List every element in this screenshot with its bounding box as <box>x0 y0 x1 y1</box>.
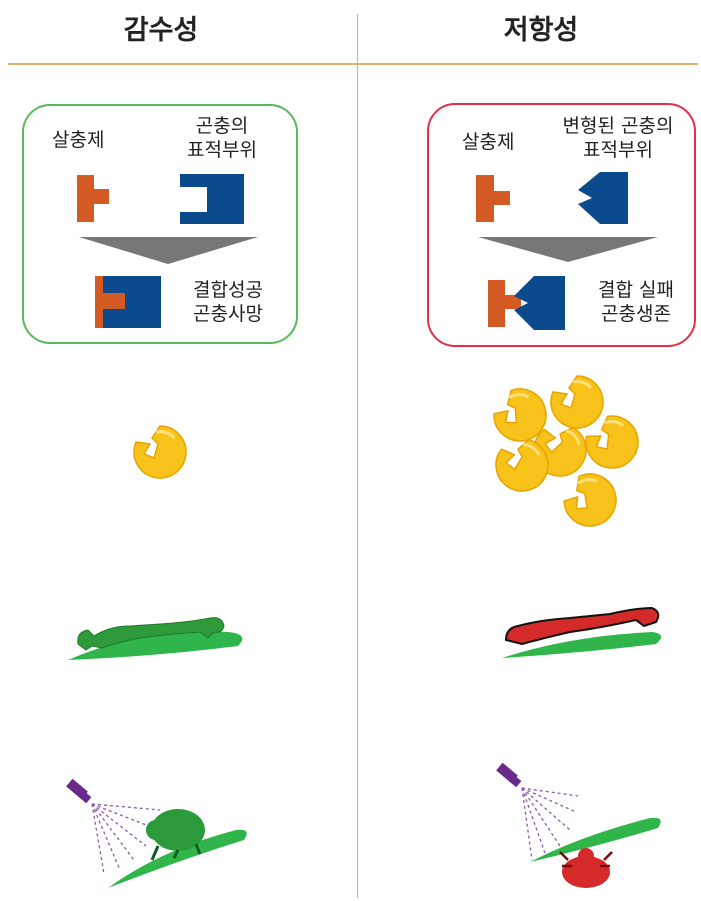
caterpillar-icon <box>504 606 660 646</box>
insecticide-shape-left <box>77 175 109 222</box>
insecticide-bound-left <box>95 276 125 328</box>
spray-mist-icon <box>91 803 161 875</box>
header-divider <box>8 63 698 65</box>
leaf-icon <box>108 829 247 888</box>
beetle-icon <box>146 809 205 861</box>
result-label-right: 결합 실패 곤충생존 <box>584 278 688 326</box>
target-site-line-1: 곤충의 <box>195 115 249 137</box>
insecticide-failed-right <box>488 280 521 327</box>
down-arrow-right <box>478 237 658 262</box>
result-line-1: 결합성공 <box>193 279 263 301</box>
beetle-icon <box>559 848 613 888</box>
column-title-susceptible: 감수성 <box>123 15 199 46</box>
spray-mist-icon <box>521 787 579 861</box>
insecticide-label-right: 살충제 <box>462 131 515 153</box>
pellet-icon <box>549 374 605 430</box>
sprayer-icon <box>496 762 522 788</box>
target-site-label-left: 곤충의 표적부위 <box>180 114 264 162</box>
leaf-icon <box>68 631 243 660</box>
target-site-shape-right <box>578 172 628 224</box>
target-site-shape-left <box>180 174 244 224</box>
result-line-2: 곤충생존 <box>601 303 671 325</box>
caterpillar-icon <box>77 617 225 651</box>
sprayer-icon <box>66 778 92 804</box>
target-site-label-right: 변형된 곤충의 표적부위 <box>548 114 688 162</box>
result-label-left: 결합성공 곤충사망 <box>182 278 274 326</box>
target-site-line-1: 변형된 곤충의 <box>562 115 674 137</box>
column-divider <box>357 14 358 898</box>
down-arrow-left <box>79 237 258 264</box>
target-site-line-2: 표적부위 <box>187 139 257 161</box>
target-site-line-2: 표적부위 <box>583 139 653 161</box>
leaf-icon <box>502 632 662 658</box>
leaf-icon <box>530 817 661 862</box>
pellet-icon <box>132 424 188 480</box>
target-site-failed-right <box>514 276 565 330</box>
insecticide-label-left: 살충제 <box>52 129 105 151</box>
result-line-1: 결합 실패 <box>598 279 674 301</box>
result-line-2: 곤충사망 <box>193 303 263 325</box>
column-title-resistant: 저항성 <box>503 15 579 46</box>
insecticide-shape-right <box>476 175 510 222</box>
